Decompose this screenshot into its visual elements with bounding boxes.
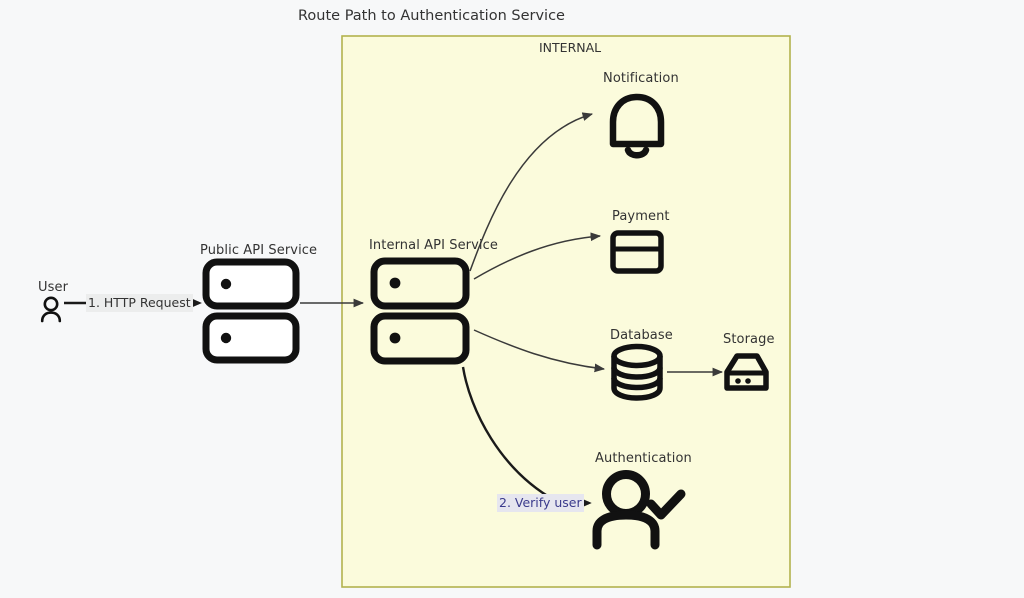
edge-label-verify-user: 2. Verify user: [497, 494, 584, 512]
node-label-internal-api: Internal API Service: [369, 238, 498, 253]
database-icon: [611, 343, 663, 401]
node-label-authentication: Authentication: [595, 451, 692, 466]
credit-card-icon: [610, 230, 664, 274]
node-label-user: User: [38, 280, 69, 295]
node-label-payment: Payment: [612, 209, 670, 224]
node-label-database: Database: [610, 328, 673, 343]
edge-internal-api-to-notification: [469, 112, 594, 272]
node-label-notification: Notification: [603, 71, 679, 86]
server-icon-internal-api: [370, 257, 470, 365]
node-label-public-api: Public API Service: [200, 243, 318, 258]
person-icon: [40, 296, 62, 323]
edge-internal-api-to-payment: [473, 232, 602, 280]
node-label-storage: Storage: [723, 332, 775, 347]
internal-boundary-label: INTERNAL: [539, 40, 602, 55]
page-title: Route Path to Authentication Service: [298, 8, 565, 24]
server-icon-public-api: [202, 258, 300, 364]
person-check-icon: [592, 470, 686, 550]
bell-icon: [609, 93, 665, 159]
hard-drive-icon: [724, 353, 769, 391]
edge-label-http-request: 1. HTTP Request: [86, 294, 193, 312]
edge-internal-api-to-database: [473, 329, 606, 373]
